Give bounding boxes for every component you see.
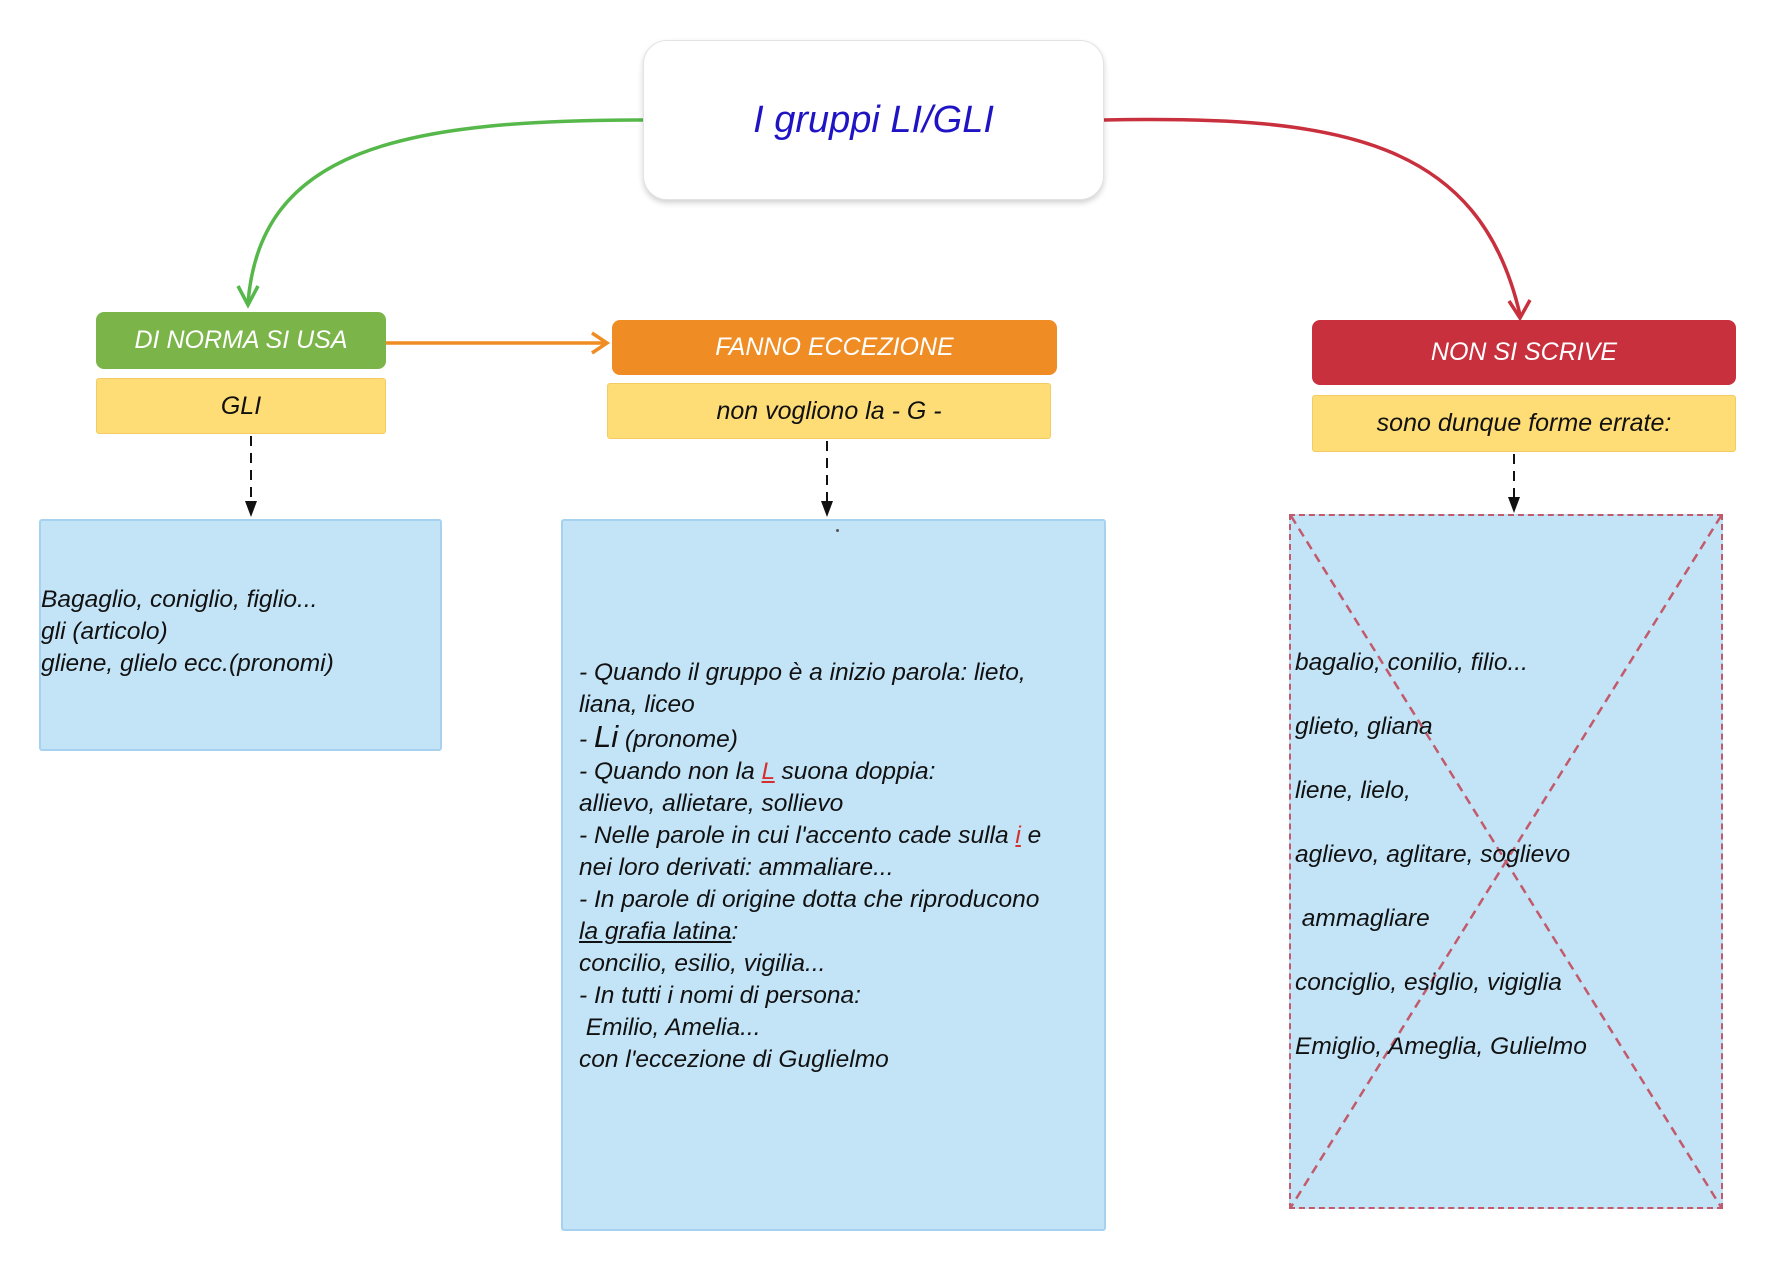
header-fanno-eccezione: FANNO ECCEZIONE xyxy=(612,320,1057,375)
dashed-arrowhead-3 xyxy=(1508,497,1520,513)
list-item: - In tutti i nomi di persona: xyxy=(579,982,861,1009)
list-item: con l'eccezione di Guglielmo xyxy=(579,1046,889,1073)
title-node: I gruppi LI/GLI xyxy=(643,40,1104,200)
list-item: la grafia latina: xyxy=(579,916,1091,948)
header-non-si-scrive: NON SI SCRIVE xyxy=(1312,320,1736,385)
underlined-text: la grafia latina xyxy=(579,918,732,945)
subheader-non-vogliono-label: non vogliono la - G - xyxy=(716,396,942,425)
subheader-gli-label: GLI xyxy=(220,391,262,420)
text-fragment: (pronome) xyxy=(618,726,738,753)
header-di-norma: DI NORMA SI USA xyxy=(96,312,386,369)
list-item: - Nelle parole in cui l'accento cade sul… xyxy=(579,820,1091,852)
connector-title-to-non-si-scrive xyxy=(1103,117,1522,316)
list-item: Emilio, Amelia... xyxy=(579,1014,761,1041)
panel-di-norma: Bagaglio, coniglio, figlio... gli (artic… xyxy=(39,519,442,751)
stray-dot xyxy=(836,529,839,532)
subheader-forme-errate-label: sono dunque forme errate: xyxy=(1376,409,1672,437)
list-item: liene, lielo, xyxy=(1295,777,1411,804)
text-fragment: - Nelle parole in cui l'accento cade sul… xyxy=(579,822,1016,849)
list-item: concilio, esilio, vigilia... xyxy=(579,950,826,977)
list-item: bagalio, conilio, filio... xyxy=(1295,649,1528,676)
connector-title-to-norma xyxy=(246,118,644,304)
list-item: - Li (pronome) xyxy=(579,721,1091,756)
header-fanno-eccezione-label: FANNO ECCEZIONE xyxy=(715,333,954,361)
arrowhead-red xyxy=(1507,299,1532,322)
text-fragment: : xyxy=(731,918,739,945)
list-item: Emiglio, Ameglia, Gulielmo xyxy=(1295,1033,1587,1060)
text-fragment: - Quando non la xyxy=(579,758,762,785)
arrowhead-orange xyxy=(591,331,611,355)
arrowhead-green xyxy=(236,285,260,309)
list-item: gliene, glielo ecc.(pronomi) xyxy=(41,650,334,677)
list-item: ammagliare xyxy=(1295,905,1430,932)
list-item: - In parole di origine dotta che riprodu… xyxy=(579,886,1040,913)
text-fragment: - xyxy=(579,726,594,753)
dashed-arrowhead-1 xyxy=(245,501,257,517)
dashed-arrowhead-2 xyxy=(821,501,833,517)
subheader-non-vogliono: non vogliono la - G - xyxy=(607,383,1051,439)
list-item: liana, liceo xyxy=(579,691,695,718)
subheader-forme-errate: sono dunque forme errate: xyxy=(1312,395,1736,452)
panel-forme-errate-text: bagalio, conilio, filio... glieto, glian… xyxy=(1295,647,1715,1095)
list-item: aglievo, aglitare, soglievo xyxy=(1295,841,1571,868)
highlight-l: L xyxy=(761,758,775,785)
list-item: glieto, gliana xyxy=(1295,713,1433,740)
subheader-gli: GLI xyxy=(96,378,386,434)
text-fragment: suona doppia: xyxy=(774,758,936,785)
cross-out-mark xyxy=(1291,516,1721,1207)
list-item: - Quando non la L suona doppia: xyxy=(579,756,1091,788)
panel-eccezioni: - Quando il gruppo è a inizio parola: li… xyxy=(561,519,1106,1231)
list-item: allievo, allietare, sollievo xyxy=(579,790,844,817)
panel-di-norma-text: Bagaglio, coniglio, figlio... gli (artic… xyxy=(41,584,441,680)
list-item: Bagaglio, coniglio, figlio... xyxy=(41,586,318,613)
header-di-norma-label: DI NORMA SI USA xyxy=(134,326,348,354)
list-item: - Quando il gruppo è a inizio parola: li… xyxy=(579,659,1026,686)
li-pronoun: Li xyxy=(593,719,619,754)
list-item: nei loro derivati: ammaliare... xyxy=(579,854,894,881)
list-item: gli (articolo) xyxy=(41,618,168,645)
highlight-i: i xyxy=(1015,822,1021,849)
panel-forme-errate: bagalio, conilio, filio... glieto, glian… xyxy=(1289,514,1723,1209)
title-text: I gruppi LI/GLI xyxy=(753,98,994,141)
panel-eccezioni-text: - Quando il gruppo è a inizio parola: li… xyxy=(579,657,1091,1076)
list-item: conciglio, esiglio, vigiglia xyxy=(1295,969,1562,996)
header-non-si-scrive-label: NON SI SCRIVE xyxy=(1430,338,1618,366)
text-fragment: e xyxy=(1020,822,1042,849)
